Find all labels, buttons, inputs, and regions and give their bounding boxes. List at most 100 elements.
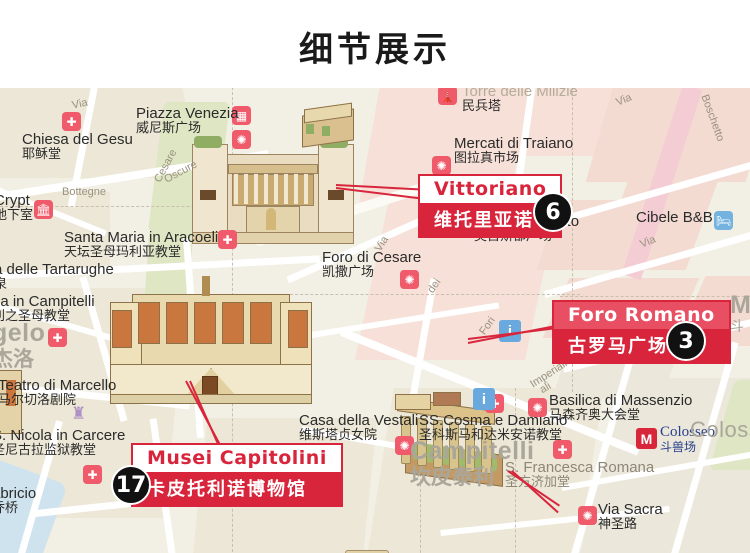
flower-icon: ✺: [400, 270, 419, 289]
poi-label-cn: 图拉真市场: [454, 150, 520, 166]
poi-label-crypt[interactable]: Crypt 地下室: [0, 193, 33, 222]
callout-badge-vittoriano[interactable]: 6: [533, 192, 573, 232]
musei-capitolini-illustration: [110, 276, 312, 410]
poi-label-cn: 威尼斯广场: [136, 120, 202, 136]
poi-label-en: S. Francesca Romana: [505, 459, 655, 476]
district-en: Campitelli: [410, 437, 535, 465]
poi-label-foro-di-cesare[interactable]: Foro di Cesare 凯撒广场: [322, 250, 421, 279]
trajan-market-illustration: [300, 102, 356, 148]
district-en: M: [730, 291, 750, 319]
callout-title-en: Foro Romano: [552, 300, 731, 329]
poi-label-cn: 神圣路: [598, 516, 638, 532]
hotel-icon: 🛏: [714, 211, 733, 230]
poi-label-en: Piazza Venezia: [136, 105, 239, 122]
monument-icon: ▦: [232, 106, 251, 125]
poi-label-en: Chiesa del Gesu: [22, 131, 133, 148]
boundary-line: [560, 296, 750, 297]
district-label-campitelli: Campitelli 坎皮泰利: [410, 437, 535, 489]
district-cn: 杰洛: [0, 346, 34, 371]
street-label-bottegne: Bottegne: [62, 186, 107, 198]
tower-icon: 🗼: [438, 88, 457, 105]
page-title: 细节展示: [299, 30, 451, 70]
tourist-map[interactable]: ✚ Chiesa del Gesu 耶稣堂 ▦ ✺ Piazza Venezia…: [0, 88, 750, 553]
poi-label-en: Santa Maria in Aracoeli: [64, 229, 219, 246]
boundary-line: [572, 88, 573, 392]
flower-icon: ✺: [528, 398, 547, 417]
header-bar: 细节展示: [0, 0, 750, 88]
church-icon: ✚: [218, 230, 237, 249]
poi-label-cn: 耶稣堂: [22, 146, 62, 162]
poi-label-en: Casa della Vestali: [299, 412, 419, 429]
museum-icon: 🏛: [34, 200, 53, 219]
church-icon: ✚: [62, 112, 81, 131]
flower-icon: ✺: [395, 436, 414, 455]
flower-icon: ✺: [578, 506, 597, 525]
poi-label-teatro-di-marcello[interactable]: Teatro di Marcello 马尔切洛剧院: [0, 378, 116, 407]
poi-label-cn: 民兵塔: [462, 98, 502, 114]
poi-label-mercati-di-traiano[interactable]: Mercati di Traiano 图拉真市场: [454, 136, 573, 165]
metro-label-en: Colosseo: [660, 424, 716, 440]
poi-label-cn: 圣科斯马和达米安诺教堂: [419, 427, 563, 443]
metro-icon[interactable]: M: [636, 428, 657, 449]
poi-label-en: Cibele B&B: [636, 209, 713, 226]
poi-label-en: Basilica di Massenzio: [549, 392, 693, 409]
poi-label-cn: 泉: [0, 276, 8, 292]
callout-musei-capitolini[interactable]: Musei Capitolini 卡皮托利诺博物馆: [131, 443, 343, 507]
district-cn: 斗: [730, 318, 744, 335]
metro-label-cn: 斗兽场: [660, 439, 697, 454]
poi-label-chiesa-del-gesu[interactable]: Chiesa del Gesu 耶稣堂: [22, 132, 133, 161]
poi-label-en: ria in Campitelli: [0, 293, 95, 310]
poi-label-en: Via Sacra: [598, 501, 663, 518]
poi-label-en: a delle Tartarughe: [0, 261, 114, 278]
poi-label-torre-delle-milizie[interactable]: Torre delle Milizie 民兵塔: [462, 88, 578, 113]
building-illustration: [0, 370, 22, 434]
poi-label-via-sacra[interactable]: Via Sacra 神圣路: [598, 502, 663, 531]
church-icon: ✚: [83, 465, 102, 484]
poi-label-en: abricio: [0, 485, 37, 502]
theatre-icon: ♜: [70, 404, 87, 423]
poi-label-en: S. Nicola in Carcere: [0, 427, 126, 444]
boundary-line: [420, 418, 421, 553]
district-en: gelo: [0, 319, 46, 347]
poi-label-cn: 维斯塔贞女院: [299, 427, 378, 443]
poi-label-cn: 马森齐奥大会堂: [549, 407, 641, 423]
poi-label-cn: 马尔切洛剧院: [0, 392, 77, 408]
poi-label-santa-maria-in-aracoeli[interactable]: Santa Maria in Aracoeli 天坛圣母玛利亚教堂: [64, 230, 218, 259]
poi-label-fontana-delle-tartarughe[interactable]: a delle Tartarughe 泉: [0, 262, 114, 291]
poi-label-cibele-bb[interactable]: Cibele B&B: [636, 210, 713, 226]
callout-title-en: Musei Capitolini: [131, 443, 343, 472]
poi-label-en: Foro di Cesare: [322, 249, 422, 266]
poi-label-cn: 地下室: [0, 207, 34, 223]
poi-label-casa-della-vestali[interactable]: Casa della Vestali 维斯塔贞女院: [299, 413, 418, 442]
vittoriano-illustration: [192, 128, 354, 244]
poi-label-s-nicola-in-carcere[interactable]: S. Nicola in Carcere 圣尼古拉监狱教堂: [0, 428, 125, 457]
poi-label-cn: 圣尼古拉监狱教堂: [0, 442, 97, 458]
poi-label-en: Mercati di Traiano: [454, 135, 574, 152]
poi-label-cn: 利之圣母教堂: [0, 308, 71, 324]
callout-badge-foro-romano[interactable]: 3: [666, 321, 706, 361]
poi-label-santa-maria-in-campitelli[interactable]: ria in Campitelli 利之圣母教堂: [0, 294, 95, 323]
poi-label-cn: 凯撒广场: [322, 264, 375, 280]
poi-label-cn: 乔桥: [0, 500, 19, 516]
metro-label-colosseo[interactable]: Colosseo 斗兽场: [660, 424, 716, 454]
district-label-angelo: gelo 杰洛: [0, 319, 46, 371]
church-icon: ✚: [48, 328, 67, 347]
poi-label-en: Crypt: [0, 192, 30, 209]
district-label-m: M 斗: [730, 291, 750, 335]
district-en: Colosseo: [690, 417, 750, 442]
church-icon: ✚: [553, 440, 572, 459]
poi-label-en: Teatro di Marcello: [0, 377, 117, 394]
boundary-line: [290, 294, 580, 295]
flower-icon: ✺: [432, 156, 451, 175]
poi-label-basilica-di-massenzio[interactable]: Basilica di Massenzio 马森齐奥大会堂: [549, 393, 692, 422]
boundary-line: [515, 388, 516, 553]
callout-badge-musei-capitolini[interactable]: 17: [111, 465, 151, 505]
poi-label-piazza-venezia[interactable]: Piazza Venezia 威尼斯广场: [136, 106, 239, 135]
flower-icon: ✺: [232, 130, 251, 149]
district-label-colosseo: Colosseo: [690, 417, 750, 442]
information-icon[interactable]: i: [473, 388, 495, 410]
poi-label-cn: 天坛圣母玛利亚教堂: [64, 244, 182, 260]
poi-label-ponte-fabricio[interactable]: abricio 乔桥: [0, 486, 36, 515]
callout-title-cn: 卡皮托利诺博物馆: [131, 472, 343, 507]
